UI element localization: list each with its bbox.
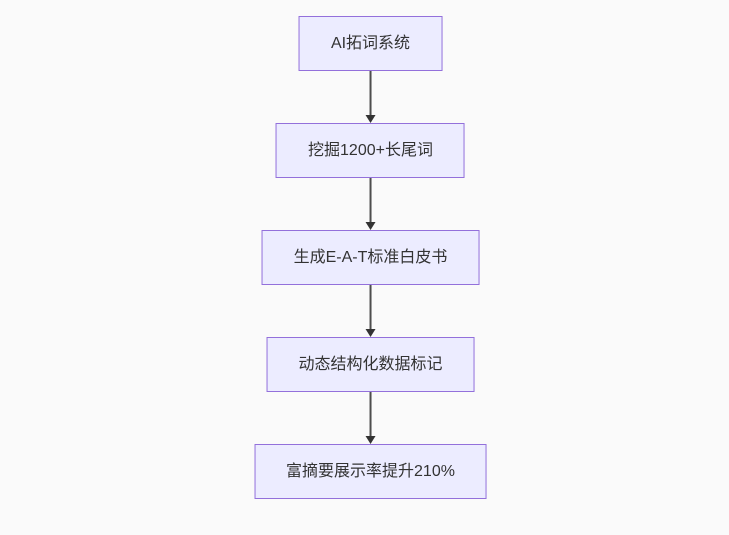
node-label: 生成E-A-T标准白皮书 xyxy=(293,248,448,266)
node-label: 富摘要展示率提升210% xyxy=(286,462,455,480)
arrow-line xyxy=(369,285,372,329)
node-label: 挖掘1200+长尾词 xyxy=(308,141,433,159)
flow-node-eat-whitepaper: 生成E-A-T标准白皮书 xyxy=(261,230,480,285)
arrow-line xyxy=(369,392,372,436)
arrow-down-icon xyxy=(365,436,376,444)
flowchart: AI拓词系统 挖掘1200+长尾词 生成E-A-T标准白皮书 动态结构化数据标记 xyxy=(254,16,487,499)
arrow-line xyxy=(369,178,372,222)
flow-edge-a-b xyxy=(365,71,376,123)
node-label: 动态结构化数据标记 xyxy=(298,355,443,373)
flow-edge-b-c xyxy=(365,178,376,230)
flow-node-ai-word-expansion-system: AI拓词系统 xyxy=(298,16,443,71)
flow-edge-c-d xyxy=(365,285,376,337)
arrow-down-icon xyxy=(365,222,376,230)
flow-node-rich-snippet-rate: 富摘要展示率提升210% xyxy=(254,444,487,499)
flow-node-longtail-keywords: 挖掘1200+长尾词 xyxy=(276,123,465,178)
flow-edge-d-e xyxy=(365,392,376,444)
arrow-line xyxy=(369,71,372,115)
arrow-down-icon xyxy=(365,329,376,337)
arrow-down-icon xyxy=(365,115,376,123)
flow-node-structured-data-markup: 动态结构化数据标记 xyxy=(266,337,475,392)
node-label: AI拓词系统 xyxy=(330,34,411,52)
